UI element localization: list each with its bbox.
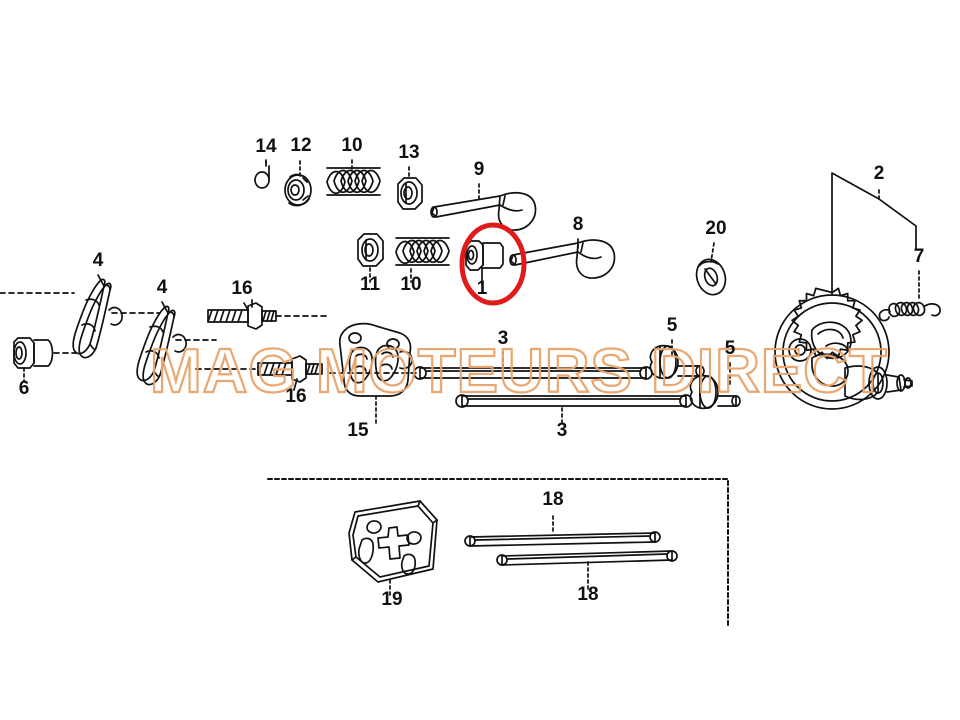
callout-6: 6 bbox=[19, 378, 30, 399]
leader-2-bracket bbox=[831, 172, 917, 296]
part-13-spring-retainer-upper bbox=[397, 177, 423, 210]
callout-8: 8 bbox=[573, 214, 584, 235]
callout-12: 12 bbox=[290, 135, 311, 156]
callout-7: 7 bbox=[914, 246, 925, 267]
part-18-push-rod-a bbox=[464, 531, 661, 547]
callout-2: 2 bbox=[874, 163, 885, 184]
callout-1: 1 bbox=[477, 278, 488, 299]
leader-4a bbox=[97, 274, 105, 287]
part-12-spring-seat bbox=[284, 173, 312, 207]
leader-4b bbox=[161, 301, 169, 314]
callout-11: 11 bbox=[360, 274, 381, 295]
part-20-thrust-washer bbox=[695, 258, 727, 296]
callout-3-lower: 3 bbox=[557, 420, 568, 441]
leader-16a bbox=[243, 302, 249, 311]
part-16-stud-bolt-upper bbox=[207, 299, 277, 330]
callout-labels: 14 12 10 13 9 8 2 7 20 11 10 1 4 4 16 16… bbox=[19, 135, 925, 610]
part-1-valve-lifter-cap bbox=[465, 240, 504, 271]
callout-5-upper: 5 bbox=[667, 315, 678, 336]
part-10-valve-spring-upper bbox=[326, 167, 381, 196]
part-15-rocker-arm-holder bbox=[338, 322, 413, 397]
part-11-spring-retainer bbox=[357, 233, 384, 267]
callout-3-upper: 3 bbox=[498, 328, 509, 349]
watermark-mag-moteurs-direct: MAG MOTEURS DIRECT bbox=[149, 336, 888, 407]
callout-5-lower: 5 bbox=[725, 338, 736, 359]
callout-16-upper: 16 bbox=[231, 278, 252, 299]
part-5-tappet-upper bbox=[649, 344, 705, 380]
part-6-pivot-bolt bbox=[13, 337, 54, 369]
part-19-rocker-arm-plate bbox=[348, 500, 438, 583]
leader-16b bbox=[293, 378, 298, 391]
part-5-tappet-lower bbox=[689, 374, 741, 410]
part-7-tension-spring bbox=[878, 301, 941, 322]
diagram-linework bbox=[0, 159, 941, 626]
leader-20 bbox=[710, 242, 715, 263]
callout-9: 9 bbox=[474, 159, 485, 180]
callout-4-lower: 4 bbox=[157, 277, 168, 298]
part-3-push-rod-upper bbox=[413, 366, 653, 380]
callout-19: 19 bbox=[381, 589, 402, 610]
part-4-chain-guide-upper bbox=[72, 278, 123, 359]
callout-14: 14 bbox=[255, 136, 277, 157]
watermark-text: MAG MOTEURS DIRECT bbox=[150, 337, 888, 406]
callout-20: 20 bbox=[705, 218, 726, 239]
part-16-stud-bolt-lower bbox=[257, 355, 323, 383]
part-14-valve-stem-cap bbox=[254, 160, 270, 189]
callout-10-upper: 10 bbox=[341, 135, 362, 156]
callout-18-upper: 18 bbox=[542, 489, 563, 510]
callout-4-upper: 4 bbox=[93, 250, 104, 271]
part-18-push-rod-b bbox=[496, 550, 678, 566]
callout-16-lower: 16 bbox=[285, 386, 306, 407]
callout-15: 15 bbox=[347, 420, 369, 441]
inset-box-border bbox=[267, 478, 729, 626]
callout-10-lower: 10 bbox=[400, 274, 421, 295]
part-10-valve-spring-lower bbox=[395, 237, 450, 266]
highlight-ellipse-part-1 bbox=[459, 222, 527, 306]
callout-18-lower: 18 bbox=[577, 584, 598, 605]
callout-13: 13 bbox=[398, 142, 419, 163]
part-9-intake-valve bbox=[430, 191, 537, 231]
